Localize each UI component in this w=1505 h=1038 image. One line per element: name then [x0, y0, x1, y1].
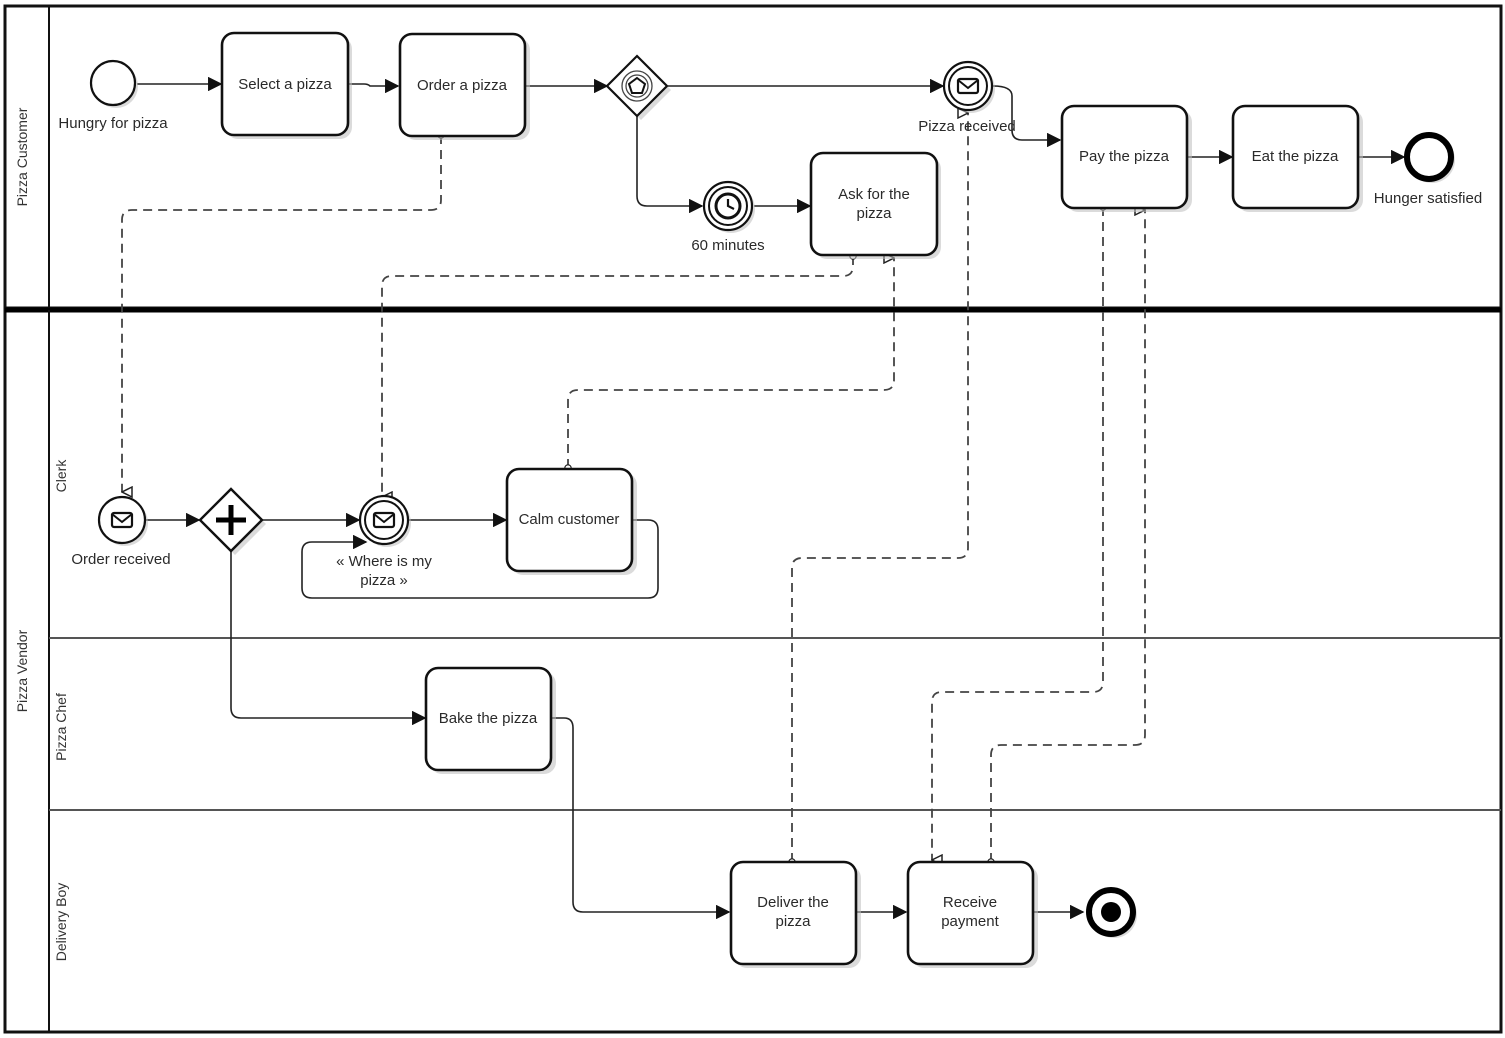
lane-label-delivery-boy: Delivery Boy	[53, 883, 69, 962]
terminate-end-event[interactable]	[1086, 887, 1137, 938]
flow-select-order[interactable]	[348, 78, 400, 94]
pool-label-customer: Pizza Customer	[14, 107, 30, 206]
envelope-icon	[956, 77, 980, 95]
gateway-inner-ring	[625, 74, 649, 98]
event-label-line-2: pizza »	[360, 572, 408, 589]
task-select-pizza[interactable]: Select a pizza	[220, 31, 352, 139]
task-label-line-1: Receive	[943, 894, 997, 911]
message-start-event-order-received[interactable]: Order received	[71, 495, 171, 568]
task-label-line-2: pizza	[775, 913, 811, 930]
lane-label-pizza-chef: Pizza Chef	[53, 693, 69, 761]
start-event-circle	[89, 59, 137, 107]
flow-gateway-timer[interactable]	[636, 116, 704, 214]
message-flow-receive-payment-to-pay[interactable]	[991, 210, 1145, 862]
event-label: Hunger satisfied	[1374, 190, 1482, 207]
terminate-dot-icon	[1101, 902, 1121, 922]
task-label: Calm customer	[519, 511, 620, 528]
plus-icon	[216, 505, 246, 535]
envelope-icon	[372, 511, 396, 529]
message-flow-order-to-order-received[interactable]	[122, 135, 441, 492]
task-deliver-pizza[interactable]: Deliver the pizza	[729, 860, 861, 968]
clock-icon	[714, 192, 742, 220]
task-label: Pay the pizza	[1079, 148, 1170, 165]
envelope-icon	[110, 511, 134, 529]
message-flow-ask-to-where-pizza[interactable]	[382, 256, 853, 497]
end-event-hunger-satisfied[interactable]: Hunger satisfied	[1374, 132, 1482, 207]
task-label-line-1: Ask for the	[838, 186, 910, 203]
timer-event-60-minutes[interactable]: 60 minutes	[691, 180, 765, 254]
task-label-line-1: Deliver the	[757, 894, 829, 911]
message-flow-calm-to-ask[interactable]	[568, 258, 894, 468]
event-label: Order received	[71, 551, 170, 568]
event-label-line-1: « Where is my	[336, 553, 432, 570]
intermediate-event-pizza-received[interactable]: Pizza received	[918, 60, 1016, 135]
task-eat-pizza[interactable]: Eat the pizza	[1231, 104, 1363, 212]
sequence-flows	[137, 76, 1406, 920]
intermediate-event-where-is-my-pizza[interactable]: « Where is my pizza »	[336, 494, 432, 589]
flow-bake-deliver[interactable]	[551, 717, 731, 920]
message-flows	[122, 113, 1145, 862]
start-event-hungry[interactable]: Hungry for pizza	[58, 59, 168, 132]
event-label: Pizza received	[918, 118, 1016, 135]
flow-parallel-bake[interactable]	[230, 550, 427, 726]
event-based-gateway[interactable]	[605, 54, 671, 120]
gateway-outer-ring	[621, 70, 653, 102]
flow-pizza-received-pay[interactable]	[992, 85, 1062, 148]
task-label: Order a pizza	[417, 77, 508, 94]
message-flow-pay-to-receive-payment[interactable]	[932, 207, 1103, 860]
task-label-line-2: pizza	[856, 205, 892, 222]
pool-label-vendor: Pizza Vendor	[14, 629, 30, 712]
parallel-gateway[interactable]	[198, 487, 266, 555]
task-label: Eat the pizza	[1252, 148, 1339, 165]
task-ask-for-pizza[interactable]: Ask for the pizza	[809, 151, 941, 259]
flow-calm-loop[interactable]	[301, 519, 659, 599]
task-order-pizza[interactable]: Order a pizza	[398, 32, 530, 140]
task-label: Bake the pizza	[439, 710, 538, 727]
task-receive-payment[interactable]: Receive payment	[906, 860, 1038, 968]
lane-label-clerk: Clerk	[53, 459, 69, 493]
event-label: Hungry for pizza	[58, 115, 168, 132]
task-pay-pizza[interactable]: Pay the pizza	[1060, 104, 1192, 212]
task-label: Select a pizza	[238, 76, 332, 93]
task-label-line-2: payment	[941, 913, 999, 930]
task-bake-pizza[interactable]: Bake the pizza	[424, 666, 556, 774]
task-calm-customer[interactable]: Calm customer	[505, 467, 637, 575]
event-label: 60 minutes	[691, 237, 764, 254]
pentagon-icon	[627, 76, 647, 94]
